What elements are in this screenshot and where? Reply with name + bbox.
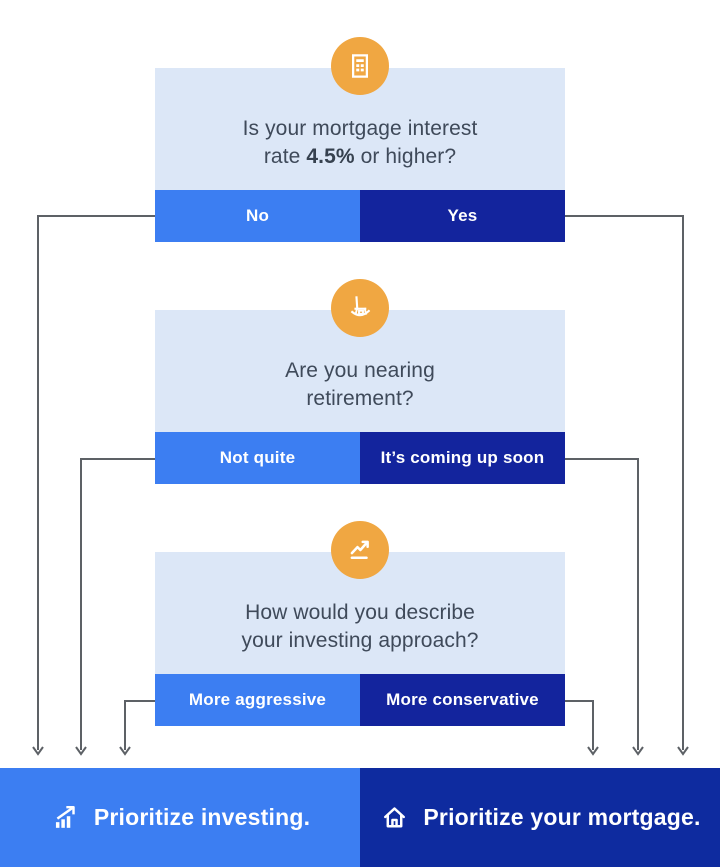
question-card-body: How would you describe your investing ap… — [155, 521, 565, 674]
bar-chart-growth-arrow-icon — [50, 802, 81, 833]
question-card-body: Are you nearing retirement? — [155, 279, 565, 432]
question-line-1: Are you nearing — [285, 359, 435, 382]
answer-row: Not quite It’s coming up soon — [155, 432, 565, 484]
question-line-1: Is your mortgage interest — [242, 117, 478, 140]
house-icon — [379, 802, 410, 833]
answer-not-quite-button[interactable]: Not quite — [155, 432, 360, 484]
answer-more-conservative-button[interactable]: More conservative — [360, 674, 565, 726]
answer-row: More aggressive More conservative — [155, 674, 565, 726]
result-label: Prioritize your mortgage. — [423, 804, 701, 830]
question-line-2: your investing approach? — [241, 629, 479, 652]
calculator-statement-icon — [331, 37, 389, 95]
result-prioritize-investing: Prioritize investing. — [0, 768, 360, 867]
question-card-body: Is your mortgage interest rate 4.5% or h… — [155, 37, 565, 190]
answer-no-button[interactable]: No — [155, 190, 360, 242]
question-line-2: retirement? — [306, 387, 414, 410]
question-text: Is your mortgage interest rate 4.5% or h… — [155, 115, 565, 171]
question-card-retirement: Are you nearing retirement? Not quite It… — [155, 279, 565, 484]
result-prioritize-mortgage: Prioritize your mortgage. — [360, 768, 720, 867]
answer-more-aggressive-button[interactable]: More aggressive — [155, 674, 360, 726]
question-text: How would you describe your investing ap… — [155, 599, 565, 655]
question-line-2: rate 4.5% or higher? — [263, 145, 457, 168]
result-label: Prioritize investing. — [93, 804, 311, 830]
result-banners: Prioritize investing. Prioritize your mo… — [0, 768, 720, 867]
answer-row: No Yes — [155, 190, 565, 242]
question-card-mortgage-rate: Is your mortgage interest rate 4.5% or h… — [155, 37, 565, 242]
answer-yes-button[interactable]: Yes — [360, 190, 565, 242]
trending-up-chart-icon — [331, 521, 389, 579]
rocking-chair-icon — [331, 279, 389, 337]
question-line-1: How would you describe — [245, 601, 475, 624]
answer-coming-up-soon-button[interactable]: It’s coming up soon — [360, 432, 565, 484]
question-card-investing-approach: How would you describe your investing ap… — [155, 521, 565, 726]
question-text: Are you nearing retirement? — [155, 357, 565, 413]
